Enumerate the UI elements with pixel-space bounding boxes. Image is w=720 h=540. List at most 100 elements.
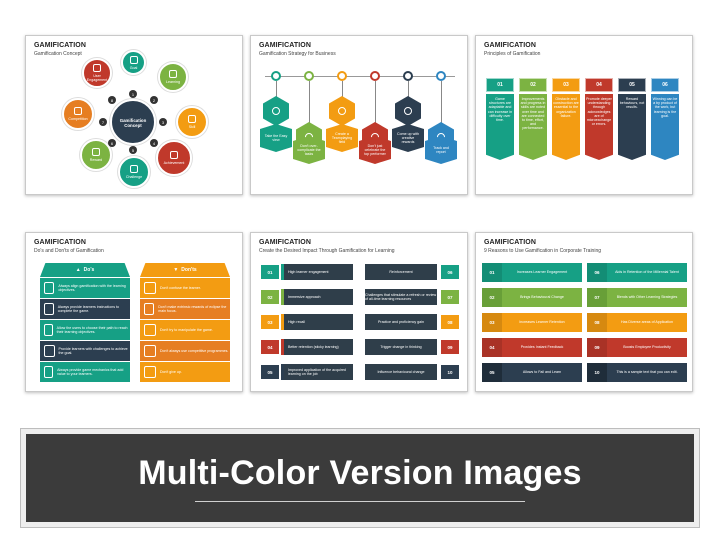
- label-text: Don't just celebrate the top performer: [364, 143, 386, 157]
- label-text: Create a Teamplaying field: [331, 131, 353, 145]
- timeline-dot: [403, 71, 413, 81]
- item-text: Provide learners with challenges to achi…: [58, 346, 128, 355]
- thumbs-down-icon: ▼: [173, 267, 179, 273]
- number-badge: 4: [150, 139, 158, 147]
- slide-thumbnail-nine-reasons[interactable]: GAMIFICATION 9 Reasons to Use Gamificati…: [475, 232, 693, 392]
- dos-item: Always provide game mechanics that add v…: [40, 362, 130, 382]
- impact-number: 07: [441, 290, 459, 304]
- hex-icon: [263, 96, 289, 126]
- item-text: Always provide learners instructions to …: [57, 304, 120, 313]
- impact-right: Influence behavioural change: [365, 364, 437, 380]
- item-text: Don't give up.: [160, 369, 182, 374]
- number-badge: 7: [99, 118, 107, 126]
- reason-number: 03: [482, 313, 502, 332]
- bubble-label: Learning: [166, 80, 180, 84]
- bubble-learning: Learning: [158, 62, 188, 92]
- donts-item: Don't make extrinsic rewards of eclipse …: [140, 299, 230, 319]
- medal-icon: [404, 107, 412, 115]
- impact-text: Influence behavioural change: [377, 369, 425, 374]
- award-icon: [144, 303, 155, 315]
- slide-thumbnail-principles[interactable]: GAMIFICATION Principles of Gamification …: [475, 35, 693, 195]
- dos-header: ▲Do's: [40, 263, 130, 277]
- number-badge: 2: [150, 96, 158, 104]
- dos-item: Always align gamification with the learn…: [40, 278, 130, 298]
- timeline-dot: [337, 71, 347, 81]
- timeline-dot: [304, 71, 314, 81]
- donts-item: Don't confuse the learner.: [140, 278, 230, 298]
- impact-number: 05: [261, 365, 279, 379]
- principle-text: Improvements and progress in skills are …: [520, 97, 546, 131]
- impact-row: 01 High learner engagement Reinforcement…: [261, 263, 459, 282]
- dos-item: Allow the users to choose their path to …: [40, 320, 130, 340]
- team-icon: [338, 107, 346, 115]
- slide-subtitle: Gamification Strategy for Business: [259, 51, 336, 57]
- joystick-icon: [144, 324, 156, 336]
- impact-number: 04: [261, 340, 279, 354]
- slide-thumbnail-desired-impact[interactable]: GAMIFICATION Create the Desired Impact T…: [250, 232, 468, 392]
- hex-icon: [395, 96, 421, 126]
- bubble-label: Achievement: [163, 161, 185, 165]
- impact-left: High recall: [281, 314, 353, 330]
- hex-label: Come up with creative rewards: [392, 124, 424, 152]
- principle-text: Winning can be a by product of the work,…: [652, 97, 678, 118]
- slide-title: GAMIFICATION: [484, 239, 537, 246]
- monitor-icon: [44, 345, 55, 357]
- slide-thumbnail-gamification-strategy[interactable]: GAMIFICATION Gamification Strategy for B…: [250, 35, 468, 195]
- hex-label: Create a Teamplaying field: [326, 124, 358, 152]
- number-badge: 5: [129, 146, 137, 154]
- impact-row: 04 Better retention (sticky learning) Tr…: [261, 338, 459, 357]
- reason-number: 09: [587, 338, 607, 357]
- timeline-dot: [436, 71, 446, 81]
- slide-subtitle: Gamification Concept: [34, 51, 82, 57]
- impact-left: Immersive approach: [281, 289, 353, 305]
- item-text: Don't confuse the learner.: [160, 285, 201, 290]
- thumbs-up-icon: ▲: [75, 267, 81, 273]
- impact-text: Challenges that stimulate a refresh or r…: [365, 292, 437, 301]
- trophy-icon: [170, 151, 178, 159]
- reason-text: Increases Learner Retention: [519, 320, 565, 325]
- connector: [441, 81, 442, 125]
- reason-number: 05: [482, 363, 502, 382]
- climb-icon: [130, 165, 138, 173]
- gears-icon: [188, 115, 196, 123]
- impact-row: 05 Improved application of the acquired …: [261, 363, 459, 382]
- connector: [342, 81, 343, 99]
- label-text: Take the Easy view: [264, 133, 288, 142]
- versus-icon: [144, 345, 156, 357]
- principle-text: Reward behaviours, not results.: [619, 97, 645, 110]
- impact-left: Improved application of the acquired lea…: [281, 364, 353, 380]
- connector: [276, 81, 277, 99]
- impact-right: Practice and proficiency gain: [365, 314, 437, 330]
- bubble-challenge: Challenge: [118, 156, 150, 188]
- principle-number: 06: [651, 78, 679, 92]
- hex-label: Don't over-complicate the tasks: [293, 136, 325, 164]
- principle-number: 02: [519, 78, 547, 92]
- slide-title: GAMIFICATION: [34, 239, 87, 246]
- donts-header: ▼Don'ts: [140, 263, 230, 277]
- impact-number: 01: [261, 265, 279, 279]
- dos-label: Do's: [83, 267, 95, 273]
- slide-title: GAMIFICATION: [484, 42, 537, 49]
- reason-text: This is a sample text that you can edit.: [616, 370, 678, 375]
- bubble-label: Goal: [129, 65, 138, 70]
- impact-text: Improved application of the acquired lea…: [288, 367, 346, 376]
- slide-thumbnail-gamification-concept[interactable]: GAMIFICATION Gamification Concept Gamifi…: [25, 35, 243, 195]
- impact-text: High learner engagement: [288, 269, 329, 274]
- principle-number: 03: [552, 78, 580, 92]
- bubble-reward: Reward: [80, 139, 112, 171]
- slide-thumbnail-dos-donts[interactable]: GAMIFICATION Do's and Don'ts of Gamifica…: [25, 232, 243, 392]
- reason-number: 07: [587, 288, 607, 307]
- number-badge: 8: [108, 96, 116, 104]
- banner-divider: [195, 501, 525, 502]
- donts-panel: ▼Don'ts Don't confuse the learner. Don't…: [140, 263, 230, 385]
- reason-number: 01: [482, 263, 502, 282]
